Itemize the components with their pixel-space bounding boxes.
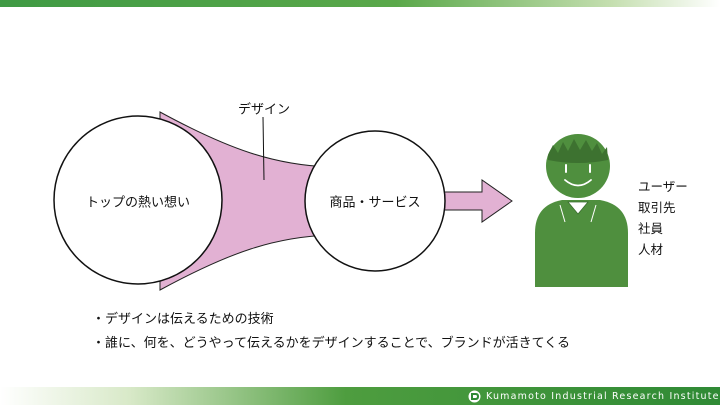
product-circle: [304, 130, 446, 272]
person-icon: [535, 134, 628, 287]
footer-bar: [0, 387, 720, 405]
design-pointer-line: [262, 116, 265, 181]
design-label: デザイン: [237, 102, 291, 118]
bullet-item: ・デザインは伝えるための技術: [92, 312, 274, 327]
footer-organization: Kumamoto Industrial Research Institute: [486, 391, 720, 402]
bullet-item: ・誰に、何を、どうやって伝えるかをデザインすることで、ブランドが活きてくる: [92, 336, 571, 351]
stakeholder-list: ユーザー 取引先 社員 人材: [638, 176, 688, 260]
stakeholder-item: 社員: [638, 221, 664, 236]
institute-logo-icon: [468, 390, 481, 403]
vision-circle-label: トップの熱い想い: [85, 195, 191, 211]
stakeholder-item: ユーザー: [638, 179, 688, 194]
stakeholder-item: 人材: [638, 242, 664, 257]
product-circle-label: 商品・サービス: [329, 195, 421, 211]
stakeholder-item: 取引先: [638, 200, 676, 215]
vision-circle: [53, 115, 223, 285]
bullet-list: ・デザインは伝えるための技術 ・誰に、何を、どうやって伝えるかをデザインすること…: [92, 308, 570, 356]
top-accent-bar: [0, 0, 720, 7]
